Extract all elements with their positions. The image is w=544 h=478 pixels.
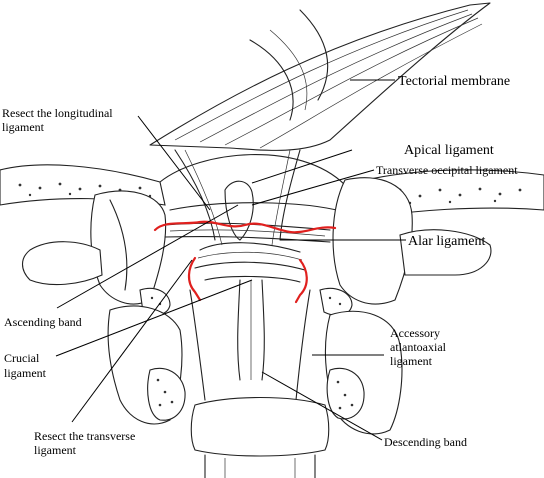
label-alar-ligament: Alar ligament xyxy=(408,234,485,249)
highlighted-ligament-borders xyxy=(153,220,337,304)
axis-body-drawing xyxy=(190,396,330,478)
leader-lines xyxy=(55,79,406,441)
label-accessory-line3: ligament xyxy=(390,354,433,368)
label-crucial-line1: Crucial xyxy=(4,351,40,365)
label-ascending-band: Ascending band xyxy=(4,315,82,329)
label-apical-ligament: Apical ligament xyxy=(404,143,494,158)
label-crucial-line2: ligament xyxy=(4,366,47,380)
tectorial-membrane-drawing xyxy=(149,2,491,151)
label-resect-transverse-line1: Resect the transverse xyxy=(34,429,135,443)
left-lateral-mass-drawing xyxy=(21,190,186,425)
labels: Tectorial membrane Resect the longitudin… xyxy=(2,74,518,457)
label-resect-transverse-line2: ligament xyxy=(34,443,77,457)
label-accessory-line1: Accessory xyxy=(390,326,440,340)
label-resect-longitudinal-line2: ligament xyxy=(2,120,45,134)
label-accessory-line2: atlantoaxial xyxy=(390,340,447,354)
central-ligaments-drawing xyxy=(164,149,331,401)
label-tectorial-membrane: Tectorial membrane xyxy=(398,74,510,89)
right-lateral-mass-drawing xyxy=(319,177,492,435)
label-resect-longitudinal-line1: Resect the longitudinal xyxy=(2,106,113,120)
label-descending-band: Descending band xyxy=(384,435,467,449)
label-transverse-occipital-ligament: Transverse occipital ligament xyxy=(376,163,518,177)
